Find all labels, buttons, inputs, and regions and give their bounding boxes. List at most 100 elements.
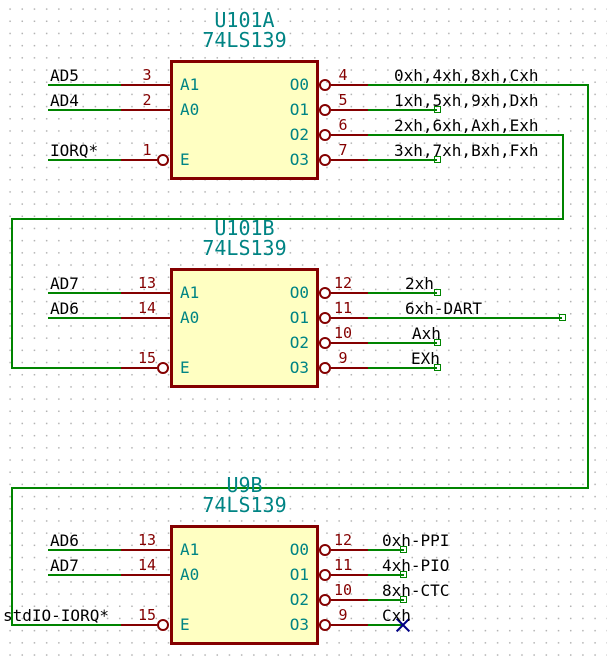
pin-name: A1 [180,75,200,94]
wire-end-marker[interactable] [434,339,441,346]
wire-segment[interactable] [562,134,564,220]
wire-end-marker[interactable] [559,314,566,321]
net-label[interactable]: 2xh [405,274,434,293]
wire-segment[interactable] [12,487,589,489]
pin[interactable] [121,367,157,369]
wire-segment[interactable] [368,292,437,294]
wire-segment[interactable] [368,317,562,319]
reference-label[interactable]: U101B [214,216,275,240]
pin-number: 9 [338,349,348,367]
pin-name: A0 [180,100,200,119]
net-label[interactable]: stdIO-IORQ* [3,606,109,625]
inversion-bubble [319,312,331,324]
value-label[interactable]: 74LS139 [202,28,287,52]
net-label[interactable]: 0xh,4xh,8xh,Cxh [394,66,539,85]
pin-name: O2 [289,333,309,352]
net-label[interactable]: AD7 [50,556,79,575]
wire-end-marker[interactable] [434,156,441,163]
pin-number: 10 [333,324,353,342]
net-label[interactable]: 0xh-PPI [382,531,450,550]
pin[interactable] [331,342,368,344]
pin[interactable] [121,624,157,626]
symbol-body[interactable] [170,60,319,180]
wire-end-marker[interactable] [400,546,407,553]
pin-name: O1 [289,308,309,327]
wire-end-marker[interactable] [400,596,407,603]
wire-segment[interactable] [368,549,404,551]
wire-end-marker[interactable] [434,106,441,113]
net-label[interactable]: 3xh,7xh,Bxh,Fxh [394,141,539,160]
wire-segment[interactable] [587,84,589,489]
wire-segment[interactable] [12,218,563,220]
pin[interactable] [121,574,170,576]
pin-number: 10 [333,581,353,599]
wire-end-marker[interactable] [434,289,441,296]
net-label[interactable]: 1xh,5xh,9xh,Dxh [394,91,539,110]
pin[interactable] [331,549,368,551]
wire-segment[interactable] [48,317,121,319]
reference-label[interactable]: U101A [214,8,275,32]
pin[interactable] [331,134,368,136]
pin[interactable] [121,84,170,86]
wire-segment[interactable] [368,574,404,576]
pin[interactable] [331,159,368,161]
net-label[interactable]: AD6 [50,299,79,318]
wire-segment[interactable] [48,549,121,551]
wire-segment[interactable] [368,624,404,626]
reference-label[interactable]: U9B [226,473,263,497]
wire-segment[interactable] [11,487,13,626]
net-label[interactable]: EXh [411,349,440,368]
inversion-bubble [319,104,331,116]
pin[interactable] [331,292,368,294]
net-label[interactable]: 8xh-CTC [382,581,450,600]
wire-segment[interactable] [48,292,121,294]
pin-name: A1 [180,540,200,559]
wire-end-marker[interactable] [434,364,441,371]
symbol-body[interactable] [170,525,319,645]
value-label[interactable]: 74LS139 [202,493,287,517]
pin[interactable] [331,599,368,601]
net-label[interactable]: AD7 [50,274,79,293]
pin-name: O3 [289,358,309,377]
wire-segment[interactable] [368,134,563,136]
wire-segment[interactable] [48,109,121,111]
net-label[interactable]: 4xh-PIO [382,556,450,575]
pin-number: 11 [333,556,353,574]
wire-segment[interactable] [368,84,588,86]
wire-segment[interactable] [368,599,404,601]
pin[interactable] [331,317,368,319]
pin[interactable] [331,109,368,111]
pin[interactable] [121,549,170,551]
symbol-body[interactable] [170,268,319,388]
net-label[interactable]: AD6 [50,531,79,550]
net-label[interactable]: Axh [412,324,441,343]
net-label[interactable]: AD4 [50,91,79,110]
pin[interactable] [121,109,170,111]
wire-segment[interactable] [48,574,121,576]
net-label[interactable]: AD5 [50,66,79,85]
wire-end-marker[interactable] [400,571,407,578]
net-label[interactable]: IORQ* [50,141,99,160]
net-label[interactable]: Cxh [382,606,411,625]
wire-segment[interactable] [368,367,437,369]
wire-segment[interactable] [12,367,121,369]
wire-segment[interactable] [368,109,437,111]
wire-segment[interactable] [368,159,437,161]
wire-segment[interactable] [368,342,437,344]
wire-segment[interactable] [48,84,121,86]
net-label[interactable]: 6xh-DART [405,299,483,318]
pin[interactable] [121,317,170,319]
pin-number: 14 [137,556,157,574]
wire-segment[interactable] [48,159,121,161]
pin[interactable] [331,574,368,576]
pin[interactable] [331,367,368,369]
value-label[interactable]: 74LS139 [202,236,287,260]
pin-number: 12 [333,274,353,292]
wire-segment[interactable] [12,624,121,626]
pin[interactable] [121,159,157,161]
net-label[interactable]: 2xh,6xh,Axh,Exh [394,116,539,135]
pin[interactable] [331,624,368,626]
pin[interactable] [331,84,368,86]
wire-segment[interactable] [11,218,13,369]
pin[interactable] [121,292,170,294]
